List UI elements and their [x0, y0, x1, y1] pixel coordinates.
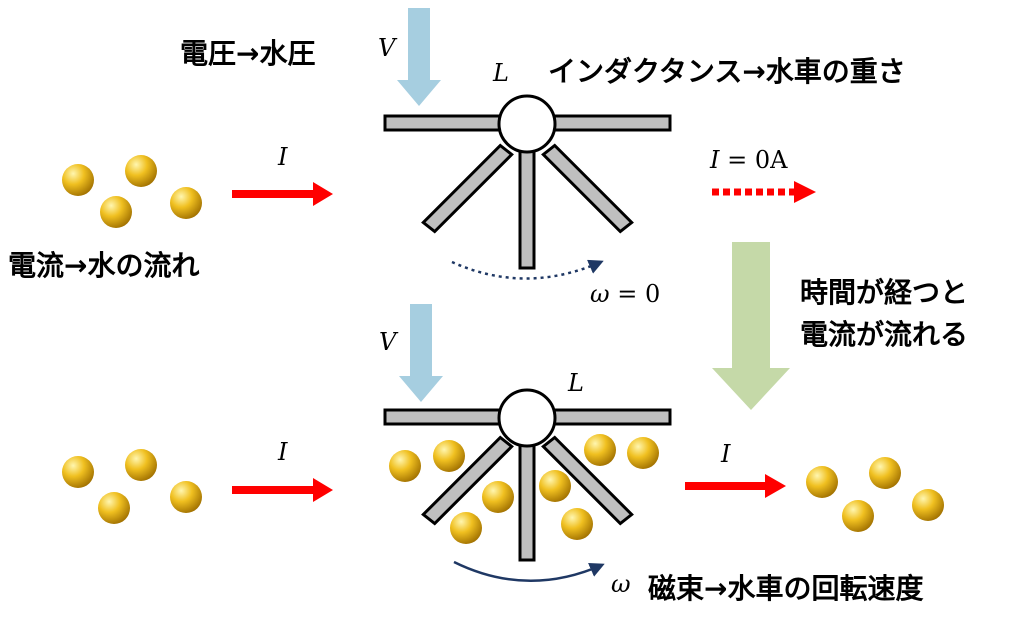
gold-sphere-icon [389, 450, 421, 482]
gold-sphere-icon [561, 508, 593, 540]
current-zero-label: I = 0A [709, 146, 788, 174]
top-water-pressure-arrow [397, 8, 441, 106]
gold-sphere-icon [482, 481, 514, 513]
gold-sphere-icon [170, 187, 202, 219]
gold-sphere-icon [125, 155, 157, 187]
gold-sphere-icon [433, 440, 465, 472]
gold-sphere-icon [450, 512, 482, 544]
bottom-input-I-label: I [277, 438, 288, 466]
current-zero-value: = 0A [719, 146, 788, 174]
time-passes-line1: 時間が経つと [800, 276, 968, 309]
gold-sphere-icon [869, 457, 901, 489]
gold-sphere-icon [62, 164, 94, 196]
bottom-input-current-arrow [232, 478, 333, 502]
top-spoke-right-diag [541, 143, 634, 234]
bottom-output-current-arrow [685, 474, 786, 498]
top-input-balls [62, 155, 202, 228]
time-passes-line2: 電流が流れる [800, 318, 968, 351]
wheel-balls [389, 434, 659, 544]
top-L-label: L [492, 59, 509, 87]
bottom-output-balls [806, 457, 944, 532]
gold-sphere-icon [539, 470, 571, 502]
current-analogy-label: 電流→水の流れ [8, 249, 199, 282]
bottom-waterwheel [383, 388, 672, 562]
top-hub [497, 94, 557, 154]
top-V-label: V [378, 34, 398, 62]
omega-zero-label: ω = 0 [590, 280, 660, 308]
gold-sphere-icon [98, 492, 130, 524]
gold-sphere-icon [170, 481, 202, 513]
voltage-analogy-label: 電圧→水圧 [180, 37, 315, 70]
gold-sphere-icon [100, 196, 132, 228]
omega-symbol: ω [590, 280, 610, 308]
top-waterwheel [383, 94, 672, 270]
bottom-spoke-right-diag [541, 435, 634, 526]
bottom-omega-arrow [453, 560, 605, 583]
bottom-output-I-label: I [720, 440, 731, 468]
bottom-spoke-vertical [518, 440, 536, 562]
gold-sphere-icon [912, 489, 944, 521]
dotted-current-arrowhead [794, 181, 816, 203]
gold-sphere-icon [627, 437, 659, 469]
gold-sphere-icon [842, 500, 874, 532]
bottom-spoke-left-diag [421, 435, 514, 526]
current-zero-var: I [709, 146, 720, 174]
time-passes-arrow [712, 242, 790, 410]
top-omega-dotted-arrow [451, 259, 604, 280]
top-I-label: I [277, 143, 288, 171]
top-spoke-vertical [518, 148, 536, 270]
bottom-omega-label: ω [611, 570, 631, 598]
gold-sphere-icon [806, 466, 838, 498]
gold-sphere-icon [125, 449, 157, 481]
top-spoke-left-diag [421, 143, 514, 234]
gold-sphere-icon [62, 456, 94, 488]
bottom-water-pressure-arrow [399, 304, 443, 402]
top-current-arrow [232, 182, 333, 206]
flux-analogy-label: 磁束→水車の回転速度 [648, 572, 923, 605]
bottom-L-label: L [567, 369, 584, 397]
bottom-input-balls [62, 449, 202, 524]
bottom-V-label: V [379, 328, 399, 356]
inductance-analogy-label: インダクタンス→水車の重さ [548, 55, 906, 88]
bottom-hub [497, 388, 557, 448]
omega-zero-value: = 0 [610, 280, 661, 308]
gold-sphere-icon [584, 434, 616, 466]
